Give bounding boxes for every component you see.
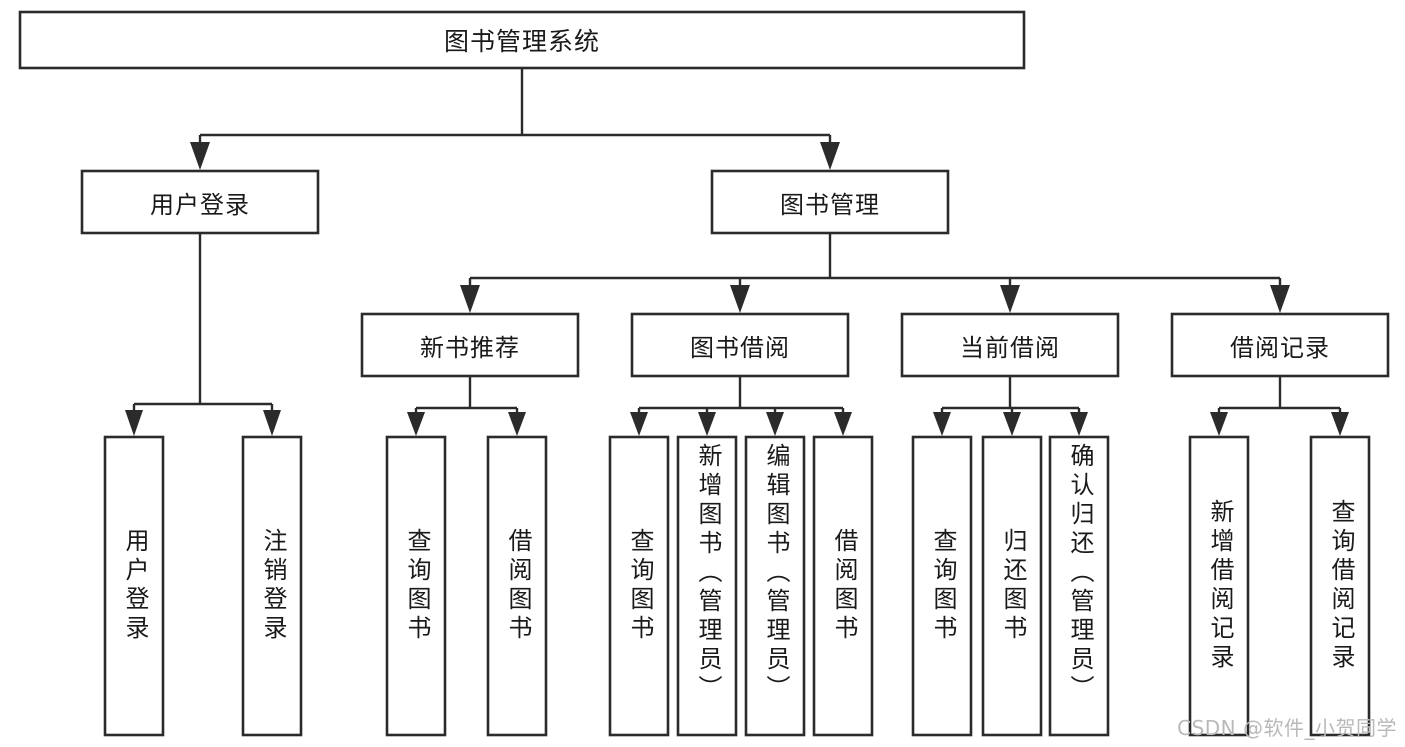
arrow-head-leaf-query-book-recommend — [407, 412, 425, 436]
arrow-head-leaf-add-book-admin — [698, 412, 716, 436]
node-box-leaf-query-borrow-record[interactable] — [1309, 435, 1371, 737]
arrow-head-user-login — [190, 142, 210, 170]
node-box-leaf-edit-book-admin[interactable] — [744, 435, 806, 737]
node-box-current-borrow[interactable] — [900, 312, 1120, 378]
node-box-leaf-borrow-book-recommend[interactable] — [486, 435, 548, 737]
node-box-leaf-query-book-recommend[interactable] — [385, 435, 447, 737]
node-box-leaf-borrow-book[interactable] — [812, 435, 874, 737]
node-box-leaf-query-book-current[interactable] — [911, 435, 973, 737]
arrow-head-leaf-user-login — [125, 410, 143, 436]
arrow-head-leaf-query-book-borrow — [630, 412, 648, 436]
arrow-head-leaf-edit-book-admin — [766, 412, 784, 436]
node-box-leaf-return-book[interactable] — [981, 435, 1043, 737]
arrow-head-book-management — [820, 142, 840, 170]
arrow-head-leaf-borrow-book — [834, 412, 852, 436]
node-box-root[interactable] — [18, 10, 1026, 70]
arrow-head-book-borrow — [730, 285, 750, 313]
node-box-leaf-logout[interactable] — [241, 435, 303, 737]
node-box-leaf-query-book-borrow[interactable] — [608, 435, 670, 737]
arrow-head-borrow-record — [1270, 285, 1290, 313]
node-box-leaf-add-borrow-record[interactable] — [1188, 435, 1250, 737]
node-box-borrow-record[interactable] — [1170, 312, 1390, 378]
node-box-leaf-add-book-admin[interactable] — [676, 435, 738, 737]
node-box-leaf-user-login[interactable] — [103, 435, 165, 737]
node-box-book-management[interactable] — [710, 169, 950, 235]
arrow-head-leaf-return-book — [1003, 412, 1021, 436]
arrow-head-leaf-query-book-current — [933, 412, 951, 436]
node-box-book-borrow[interactable] — [630, 312, 850, 378]
arrow-head-leaf-query-borrow-record — [1331, 412, 1349, 436]
arrow-head-leaf-borrow-book-recommend — [508, 412, 526, 436]
arrow-head-leaf-confirm-return-admin — [1070, 412, 1088, 436]
arrow-head-current-borrow — [1000, 285, 1020, 313]
node-box-new-book-recommend[interactable] — [360, 312, 580, 378]
arrow-head-new-book-recommend — [460, 285, 480, 313]
node-box-leaf-confirm-return-admin[interactable] — [1048, 435, 1110, 737]
arrow-head-leaf-logout — [263, 410, 281, 436]
arrow-head-leaf-add-borrow-record — [1210, 412, 1228, 436]
node-box-user-login[interactable] — [80, 169, 320, 235]
